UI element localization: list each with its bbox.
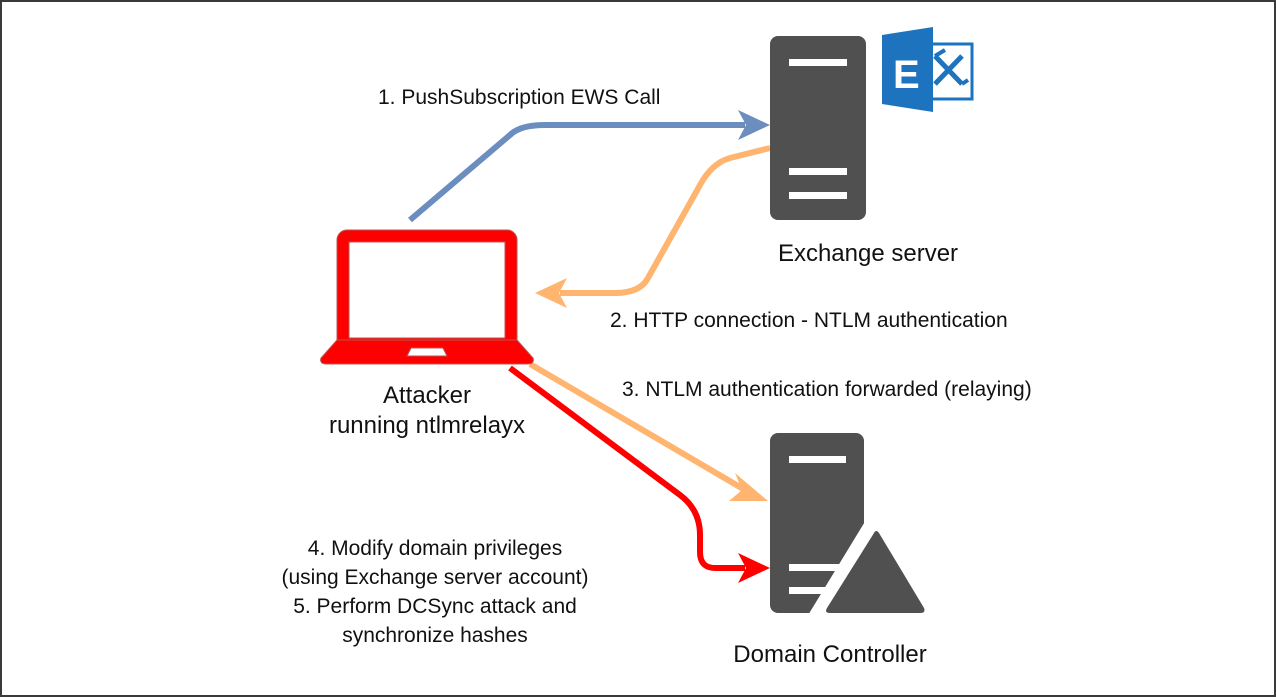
exchange-server-icon	[770, 36, 866, 220]
microsoft-exchange-logo-icon: E	[882, 27, 974, 112]
arrowhead-icon	[535, 278, 567, 308]
domain-controller-icon	[770, 433, 930, 620]
edge-modify-privileges	[508, 365, 770, 583]
laptop-icon	[320, 229, 534, 365]
edge-label-line: 5. Perform DCSync attack and	[293, 595, 577, 618]
edge-pushsubscription	[408, 110, 770, 223]
arrowhead-icon	[729, 473, 768, 501]
svg-text:E: E	[893, 53, 920, 97]
attacker-label-line2: running ntlmrelayx	[328, 412, 526, 439]
attacker-label-line1: Attacker	[382, 382, 472, 409]
edge-http-ntlm	[535, 145, 771, 308]
arrowhead-icon	[738, 110, 770, 140]
domain-controller-label: Domain Controller	[733, 641, 927, 668]
exchange-server-label: Exchange server	[777, 240, 959, 267]
edge-ntlm-relay	[528, 361, 768, 501]
edge-label-modify-privileges: 4. Modify domain privileges (using Excha…	[240, 534, 630, 650]
attacker-label: Attacker running ntlmrelayx	[262, 381, 592, 441]
warning-triangle-icon	[826, 531, 925, 613]
arrowhead-icon	[738, 553, 770, 583]
edge-label-pushsubscription: 1. PushSubscription EWS Call	[378, 86, 661, 109]
edge-label-line: synchronize hashes	[342, 624, 528, 647]
edge-label-line: (using Exchange server account)	[281, 566, 589, 589]
edge-label-http-ntlm: 2. HTTP connection - NTLM authentication	[610, 309, 1008, 332]
edge-label-ntlm-relay: 3. NTLM authentication forwarded (relayi…	[622, 378, 1032, 401]
edge-label-line: 4. Modify domain privileges	[307, 537, 563, 560]
